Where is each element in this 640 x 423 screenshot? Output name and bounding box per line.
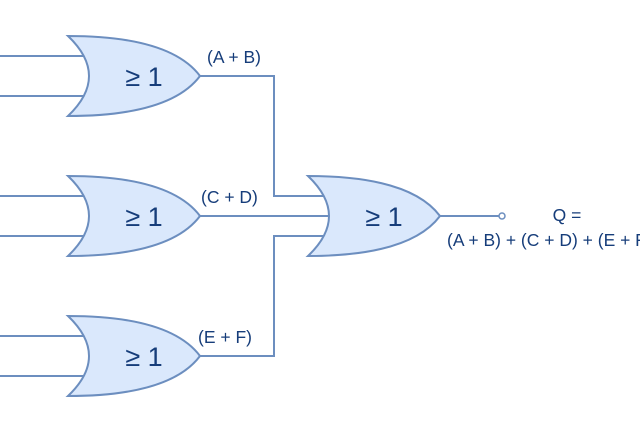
- label-ef: (E + F): [198, 327, 252, 347]
- gate-1-inputs: [0, 55, 94, 97]
- or-gate-1-body: [65, 34, 202, 118]
- or-gate-final-body: [305, 174, 442, 258]
- output-label-line1: Q =: [553, 205, 582, 225]
- wire-ef-to-final: [200, 235, 336, 357]
- gate-2-inputs: [0, 195, 94, 237]
- wire-ab-to-final: [200, 75, 336, 197]
- label-cd: (C + D): [201, 187, 258, 207]
- output-terminal: [498, 212, 506, 220]
- or-gate-3-symbol: ≥ 1: [125, 342, 162, 372]
- or-gate-1-symbol: ≥ 1: [125, 62, 162, 92]
- or-gate-2-body: [65, 174, 202, 258]
- or-gate-2-symbol: ≥ 1: [125, 202, 162, 232]
- output-label-line2: (A + B) + (C + D) + (E + F): [447, 230, 640, 250]
- or-gate-1: ≥ 1: [65, 34, 202, 118]
- label-ab: (A + B): [207, 47, 261, 67]
- or-gate-final: ≥ 1: [305, 174, 442, 258]
- or-gate-2: ≥ 1: [65, 174, 202, 258]
- or-gate-final-symbol: ≥ 1: [365, 202, 402, 232]
- or-gate-3-body: [65, 314, 202, 398]
- gate-3-inputs: [0, 335, 94, 377]
- or-gate-3: ≥ 1: [65, 314, 202, 398]
